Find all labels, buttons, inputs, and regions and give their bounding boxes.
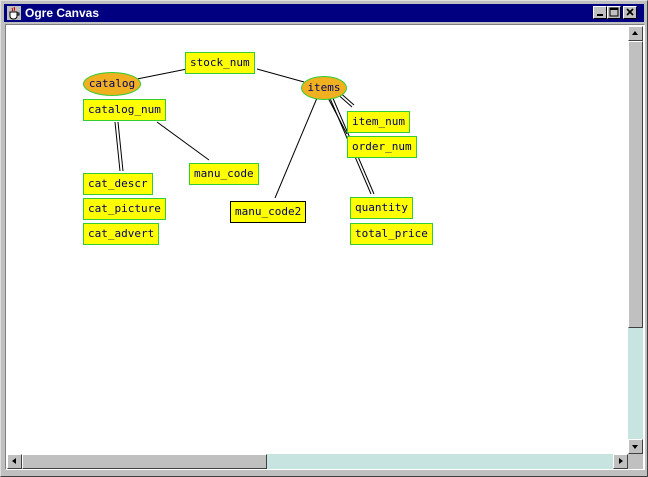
arrow-up-icon bbox=[632, 31, 638, 35]
maximize-icon bbox=[609, 7, 619, 17]
node-manu_code[interactable]: manu_code bbox=[189, 163, 259, 185]
edge-items-manu_code2 bbox=[274, 97, 318, 199]
node-cat_descr[interactable]: cat_descr bbox=[83, 173, 153, 195]
node-cat_picture[interactable]: cat_picture bbox=[83, 198, 166, 220]
diagram-canvas[interactable]: stock_num catalog items catalog_num item… bbox=[7, 26, 628, 454]
entity-items[interactable]: items bbox=[301, 76, 347, 100]
node-catalog_num[interactable]: catalog_num bbox=[83, 99, 166, 121]
arrow-right-icon bbox=[619, 458, 623, 464]
minimize-icon bbox=[597, 14, 603, 16]
edge-catalog_num-manu_code bbox=[156, 121, 210, 161]
arrow-down-icon bbox=[632, 445, 638, 449]
vertical-scrollbar[interactable] bbox=[628, 26, 643, 454]
close-button[interactable] bbox=[623, 6, 637, 19]
client-area: stock_num catalog items catalog_num item… bbox=[5, 24, 645, 470]
scroll-left-button[interactable] bbox=[7, 454, 22, 469]
scroll-right-button[interactable] bbox=[613, 454, 628, 469]
node-manu_code2[interactable]: manu_code2 bbox=[230, 201, 307, 223]
edge-catalog-stock_num bbox=[136, 68, 188, 80]
node-item_num[interactable]: item_num bbox=[347, 111, 410, 133]
node-cat_advert[interactable]: cat_advert bbox=[83, 223, 160, 245]
node-stock_num[interactable]: stock_num bbox=[185, 52, 255, 74]
edge-catalog_num-cat_descr-b bbox=[117, 121, 124, 172]
java-cup-icon bbox=[7, 6, 21, 20]
node-order_num[interactable]: order_num bbox=[347, 136, 417, 158]
window-title: Ogre Canvas bbox=[25, 6, 100, 20]
maximize-button[interactable] bbox=[607, 6, 621, 19]
horizontal-scrollbar[interactable] bbox=[7, 454, 628, 469]
close-icon bbox=[626, 8, 634, 16]
entity-catalog[interactable]: catalog bbox=[83, 72, 141, 96]
horizontal-scroll-thumb[interactable] bbox=[22, 454, 267, 469]
node-total_price[interactable]: total_price bbox=[350, 223, 433, 245]
minimize-button[interactable] bbox=[593, 6, 607, 19]
scrollbar-corner bbox=[628, 454, 643, 469]
vertical-scroll-thumb[interactable] bbox=[628, 41, 643, 328]
scroll-up-button[interactable] bbox=[628, 26, 643, 41]
scroll-down-button[interactable] bbox=[628, 439, 643, 454]
edge-catalog_num-cat_descr-a bbox=[114, 121, 121, 172]
edge-stock_num-items bbox=[256, 68, 305, 83]
title-bar[interactable]: Ogre Canvas bbox=[4, 4, 644, 22]
node-quantity[interactable]: quantity bbox=[350, 197, 413, 219]
arrow-left-icon bbox=[12, 458, 16, 464]
